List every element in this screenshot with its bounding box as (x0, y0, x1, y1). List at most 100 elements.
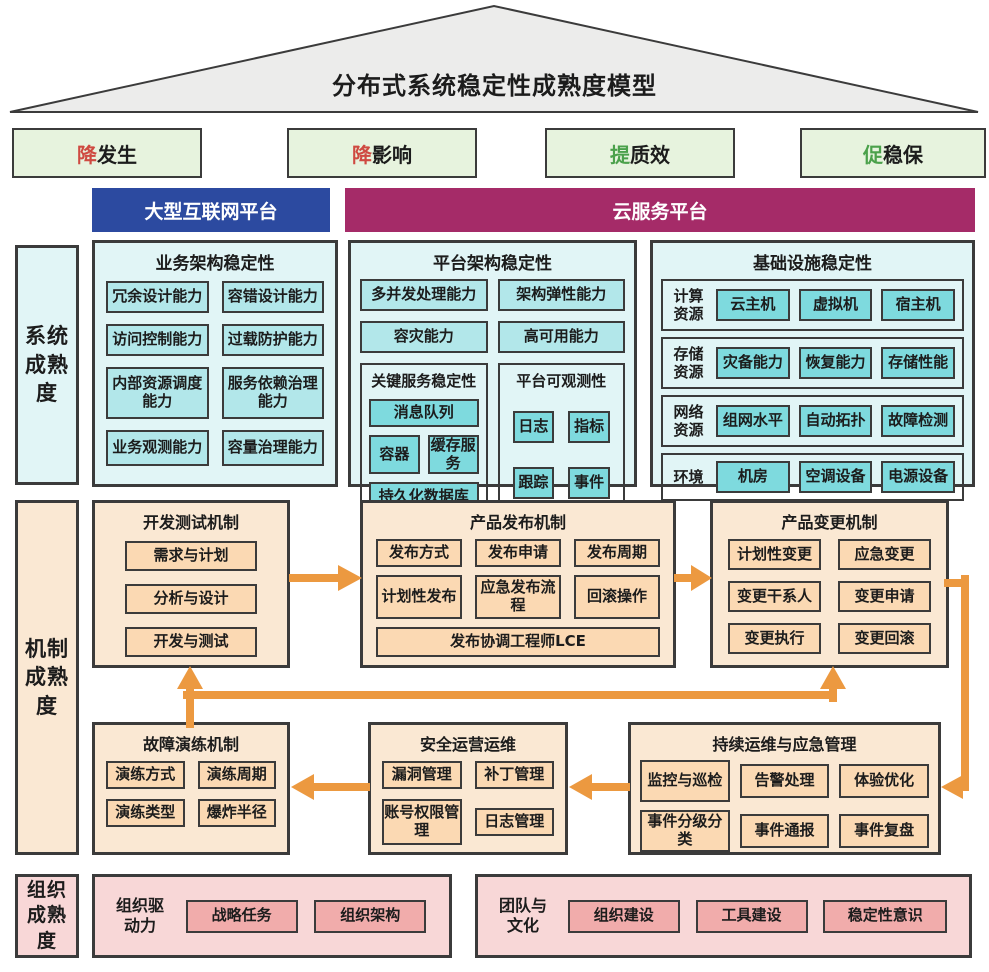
panel-team-culture: 团队与文化 组织建设 工具建设 稳定性意识 (475, 874, 972, 958)
panel-title: 基础设施稳定性 (753, 254, 872, 274)
capability-box: 容错设计能力 (221, 281, 324, 313)
sidebar-system-maturity: 系统成熟度 (15, 245, 79, 485)
panel-product-change: 产品变更机制 计划性变更 应急变更 变更干系人 变更申请 变更执行 变更回滚 (710, 500, 949, 668)
panel-product-release: 产品发布机制 发布方式 发布申请 发布周期 计划性发布 应急发布流程 回滚操作 … (360, 500, 676, 668)
mechanism-box: 变更回滚 (838, 623, 931, 654)
security-items: 漏洞管理 补丁管理 账号权限管理 日志管理 (371, 757, 565, 849)
goal-prefix: 提 (610, 142, 630, 167)
goal-box-reduce-occurrence: 降发生 (12, 128, 202, 178)
platform-bar-internet: 大型互联网平台 (92, 188, 330, 232)
panel-dev-test: 开发测试机制 需求与计划 分析与设计 开发与测试 (92, 500, 290, 668)
panel-org-driver: 组织驱动力 战略任务 组织架构 (92, 874, 452, 958)
goal-box-promote-stability: 促稳保 (800, 128, 986, 178)
infra-row-label: 环境 (673, 468, 704, 486)
infra-row-label: 网络资源 (673, 403, 704, 439)
resource-box: 空调设备 (798, 461, 873, 493)
capability-box: 容量治理能力 (221, 430, 324, 466)
panel-title: 持续运维与应急管理 (712, 735, 857, 754)
mechanism-box: 事件通报 (739, 814, 830, 848)
mechanism-box: 漏洞管理 (382, 761, 462, 789)
platform-bar-cloud: 云服务平台 (345, 188, 975, 232)
mechanism-box: 计划性变更 (728, 539, 821, 570)
sidebar-label: 机制成熟度 (25, 636, 69, 718)
platform-grid: 多并发处理能力 容灾能力 关键服务稳定性 消息队列 容器 缓存服务 持久化数据库… (351, 276, 634, 525)
capability-box: 架构弹性能力 (497, 279, 625, 311)
panel-infrastructure: 基础设施稳定性 计算资源 云主机 虚拟机 宿主机 存储资源 灾备能力 恢复能力 … (650, 240, 975, 501)
panel-title: 安全运营运维 (419, 735, 516, 754)
observability-box: 日志 (512, 410, 555, 443)
capability-box: 访问控制能力 (106, 324, 209, 356)
capability-box: 内部资源调度能力 (106, 367, 209, 419)
sidebar-mechanism-maturity: 机制成熟度 (15, 500, 79, 855)
capability-box: 高可用能力 (497, 321, 625, 353)
mechanism-box: 事件复盘 (839, 814, 929, 848)
resource-box: 组网水平 (716, 405, 790, 437)
mechanism-box: 计划性发布 (376, 575, 462, 619)
goal-rest: 发生 (97, 142, 137, 167)
capability-box: 过载防护能力 (221, 324, 324, 356)
mechanism-box: 变更执行 (728, 623, 821, 654)
mechanism-box: 演练类型 (106, 799, 185, 827)
goal-prefix: 促 (863, 142, 883, 167)
mechanism-box: 事件分级分类 (640, 810, 730, 852)
resource-box: 电源设备 (881, 461, 956, 493)
service-box: 消息队列 (369, 399, 479, 427)
organization-box: 组织建设 (567, 899, 680, 933)
service-row: 容器 缓存服务 (369, 435, 479, 475)
organization-box: 战略任务 (185, 899, 298, 933)
mechanism-box: 变更干系人 (728, 581, 821, 612)
dev-test-items: 需求与计划 分析与设计 开发与测试 (95, 535, 287, 657)
resource-box: 自动拓扑 (798, 405, 873, 437)
observability-box: 跟踪 (512, 466, 555, 499)
team-culture-row: 团队与文化 组织建设 工具建设 稳定性意识 (478, 877, 969, 955)
infrastructure-rows: 计算资源 云主机 虚拟机 宿主机 存储资源 灾备能力 恢复能力 存储性能 网络资… (653, 276, 972, 509)
mechanism-box-lce: 发布协调工程师LCE (376, 627, 660, 657)
capability-box: 冗余设计能力 (106, 281, 209, 313)
mechanism-box: 监控与巡检 (640, 760, 730, 802)
goal-prefix: 降 (352, 142, 372, 167)
panel-title: 开发测试机制 (142, 513, 239, 532)
infra-row-label: 存储资源 (673, 345, 704, 381)
panel-fault-drill: 故障演练机制 演练方式 演练周期 演练类型 爆炸半径 (92, 722, 290, 855)
mechanism-box: 变更申请 (838, 581, 931, 612)
capability-box: 容灾能力 (360, 321, 488, 353)
goal-rest: 稳保 (883, 142, 923, 167)
panel-title: 产品发布机制 (469, 513, 566, 532)
mechanism-box: 爆炸半径 (197, 799, 276, 827)
arrowhead-up (820, 666, 846, 689)
org-group-label: 团队与文化 (498, 896, 547, 935)
panel-security-ops: 安全运营运维 漏洞管理 补丁管理 账号权限管理 日志管理 (368, 722, 568, 855)
resource-box: 故障检测 (881, 405, 956, 437)
arrowhead-right (691, 565, 712, 591)
mechanism-box: 发布方式 (376, 539, 462, 567)
mechanism-box: 日志管理 (474, 808, 554, 836)
team-culture-items: 组织建设 工具建设 稳定性意识 (552, 899, 963, 933)
mechanism-box: 账号权限管理 (382, 799, 462, 845)
arrowhead-left (941, 775, 963, 799)
sidebar-label: 组织成熟度 (26, 878, 67, 952)
sidebar-organization-maturity: 组织成熟度 (15, 874, 79, 958)
change-items: 计划性变更 应急变更 变更干系人 变更申请 变更执行 变更回滚 (713, 535, 946, 658)
page-title: 分布式系统稳定性成熟度模型 (332, 72, 657, 100)
organization-box: 组织架构 (314, 899, 427, 933)
panel-title: 平台架构稳定性 (433, 254, 552, 274)
resource-box: 机房 (716, 461, 790, 493)
mechanism-box: 回滚操作 (574, 575, 660, 619)
goal-rest: 质效 (630, 142, 670, 167)
subpanel-key-services: 关键服务稳定性 消息队列 容器 缓存服务 持久化数据库 (360, 363, 488, 518)
goal-prefix: 降 (77, 142, 97, 167)
sidebar-label: 系统成熟度 (25, 324, 69, 406)
mechanism-box: 应急发布流程 (475, 575, 561, 619)
service-box: 容器 (369, 435, 420, 475)
mechanism-box: 演练周期 (197, 761, 276, 789)
arrowhead-left (569, 774, 592, 800)
org-driver-row: 组织驱动力 战略任务 组织架构 (95, 877, 449, 955)
mechanism-box: 发布申请 (475, 539, 561, 567)
mechanism-box: 分析与设计 (125, 584, 257, 614)
panel-title: 故障演练机制 (142, 735, 239, 754)
ops-items: 监控与巡检 告警处理 体验优化 事件分级分类 事件通报 事件复盘 (631, 757, 938, 855)
panel-platform-architecture: 平台架构稳定性 多并发处理能力 容灾能力 关键服务稳定性 消息队列 容器 缓存服… (348, 240, 637, 518)
subpanel-title: 关键服务稳定性 (371, 372, 477, 390)
panel-title: 业务架构稳定性 (155, 254, 275, 274)
